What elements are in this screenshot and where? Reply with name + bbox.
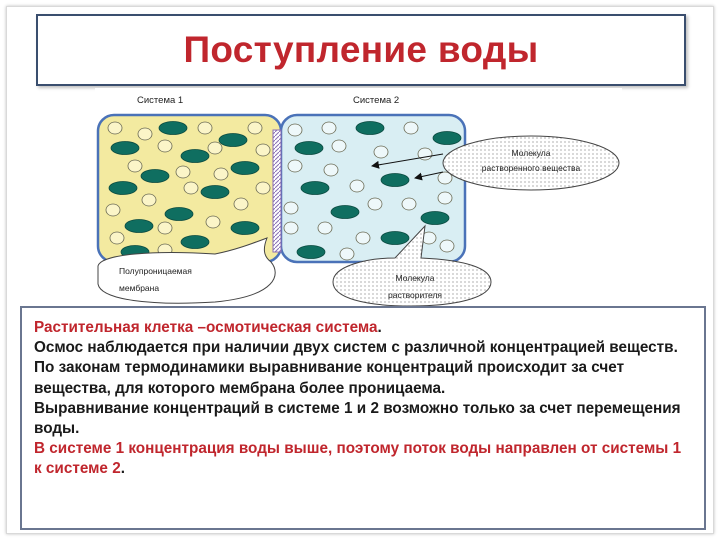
solvent-molecule xyxy=(317,221,333,235)
solute-molecule xyxy=(158,121,188,135)
callout-solvent-line2: растворителя xyxy=(388,290,442,300)
solvent-molecule xyxy=(205,215,221,229)
solvent-molecule xyxy=(401,197,417,211)
solvent-molecule xyxy=(403,121,419,135)
solvent-molecule xyxy=(439,239,455,253)
callout-solvent-bubble xyxy=(332,224,492,307)
slide-title: Поступление воды xyxy=(183,29,539,70)
solvent-molecule xyxy=(247,121,263,135)
paragraph-1: Растительная клетка –осмотическая систем… xyxy=(34,318,692,338)
solvent-molecule xyxy=(339,247,355,261)
solute-molecule xyxy=(230,161,260,175)
paragraph-1-end: . xyxy=(377,319,382,336)
solute-molecule xyxy=(180,235,210,249)
explanation-text-box: Растительная клетка –осмотическая систем… xyxy=(20,306,706,530)
solvent-molecule xyxy=(373,145,389,159)
solute-molecule xyxy=(164,207,194,221)
solute-molecule xyxy=(300,181,330,195)
solute-molecule xyxy=(380,173,410,187)
solvent-molecule xyxy=(323,163,339,177)
solvent-molecule xyxy=(287,123,303,137)
solute-molecule xyxy=(296,245,326,259)
paragraph-5: В системе 1 концентрация воды выше, поэт… xyxy=(34,439,692,479)
paragraph-5-red: В системе 1 концентрация воды выше, поэт… xyxy=(34,440,682,478)
solvent-molecule xyxy=(175,165,191,179)
solvent-molecule xyxy=(349,179,365,193)
paragraph-4: Выравнивание концентраций в системе 1 и … xyxy=(34,399,681,438)
solvent-molecule xyxy=(127,159,143,173)
solute-molecule xyxy=(355,121,385,135)
callout-solvent-line1: Молекула xyxy=(396,273,435,283)
solvent-molecule xyxy=(109,231,125,245)
solvent-molecule xyxy=(183,181,199,195)
solvent-molecule xyxy=(287,159,303,173)
callout-membrane-line2: мембрана xyxy=(119,283,159,293)
paragraph-5-end: . xyxy=(120,460,125,478)
solvent-molecule xyxy=(255,181,271,195)
callout-solute-line1: Молекула xyxy=(512,148,551,158)
paragraph-3: По законам термодинамики выравнивание ко… xyxy=(34,359,625,397)
callout-solute-bubble xyxy=(442,135,620,191)
solvent-molecule xyxy=(255,143,271,157)
solvent-molecule xyxy=(367,197,383,211)
molecules-group xyxy=(105,121,462,261)
solvent-molecule xyxy=(207,141,223,155)
osmosis-diagram-svg: Система 1 Система 2 Молекула растворенно… xyxy=(96,95,620,307)
callout-solute-line2: растворенного вещества xyxy=(482,163,581,173)
solvent-molecule xyxy=(141,193,157,207)
membrane xyxy=(272,129,282,253)
title-box: Поступление воды xyxy=(36,14,686,86)
solute-molecule xyxy=(230,221,260,235)
paragraph-2: Осмос наблюдается при наличии двух систе… xyxy=(34,339,678,357)
paragraph-1-red: Растительная клетка –осмотическая систем… xyxy=(34,319,378,336)
solute-molecule xyxy=(140,169,170,183)
solute-molecule xyxy=(180,149,210,163)
solvent-molecule xyxy=(355,231,371,245)
solvent-molecule xyxy=(157,139,173,153)
solute-molecule xyxy=(110,141,140,155)
solvent-molecule xyxy=(437,171,453,185)
solvent-molecule xyxy=(331,139,347,153)
solvent-molecule xyxy=(437,191,453,205)
solvent-molecule xyxy=(233,197,249,211)
solute-molecule xyxy=(200,185,230,199)
callout-membrane-line1: Полупроницаемая xyxy=(119,266,192,276)
system2-label: Система 2 xyxy=(353,95,399,106)
arrow-to-solute-2 xyxy=(414,171,444,181)
solute-molecule xyxy=(294,141,324,155)
solute-molecule xyxy=(330,205,360,219)
solute-molecule xyxy=(218,133,248,147)
solute-molecule xyxy=(380,231,410,245)
solvent-molecule xyxy=(417,147,433,161)
solvent-molecule xyxy=(197,121,213,135)
system1-label: Система 1 xyxy=(137,95,183,106)
solute-molecule xyxy=(420,211,450,225)
solvent-molecule xyxy=(213,167,229,181)
solvent-molecule xyxy=(137,127,153,141)
solvent-molecule xyxy=(321,121,337,135)
solvent-molecule xyxy=(283,221,299,235)
solvent-molecule xyxy=(283,201,299,215)
arrow-to-solute-1 xyxy=(371,153,444,169)
solvent-molecule xyxy=(157,221,173,235)
solute-molecule xyxy=(124,219,154,233)
solute-molecule xyxy=(432,131,462,145)
solute-molecule xyxy=(108,181,138,195)
solvent-molecule xyxy=(105,203,121,217)
callout-membrane-bubble xyxy=(97,237,276,304)
solvent-molecule xyxy=(107,121,123,135)
osmosis-diagram: Система 1 Система 2 Молекула растворенно… xyxy=(95,88,622,307)
